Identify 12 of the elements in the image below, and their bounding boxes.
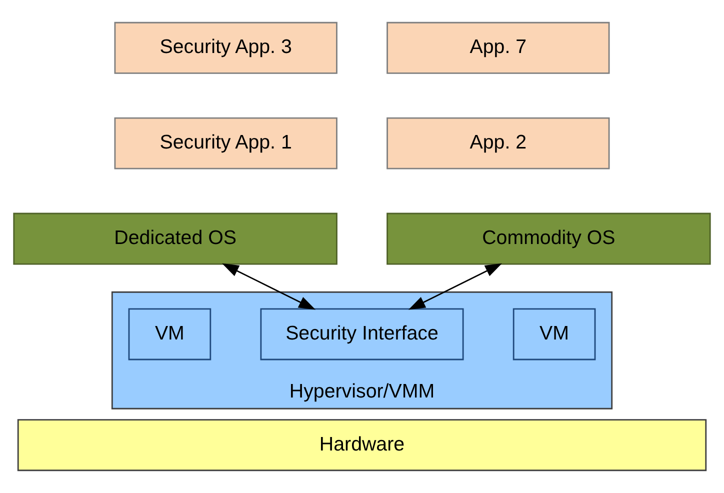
arrow — [408, 263, 502, 310]
node-box: Security App. 3 — [114, 22, 338, 74]
arrow — [222, 263, 316, 310]
node-box: Dedicated OS — [13, 212, 338, 265]
node-box: VM — [128, 308, 212, 360]
node-box: Security App. 1 — [114, 117, 338, 170]
node-box: Security Interface — [260, 308, 464, 360]
node-box: Commodity OS — [386, 212, 711, 265]
node-box: Hardware — [17, 419, 707, 472]
node-box: VM — [512, 308, 596, 360]
node-box: App. 7 — [386, 22, 610, 74]
node-box: App. 2 — [386, 117, 610, 170]
